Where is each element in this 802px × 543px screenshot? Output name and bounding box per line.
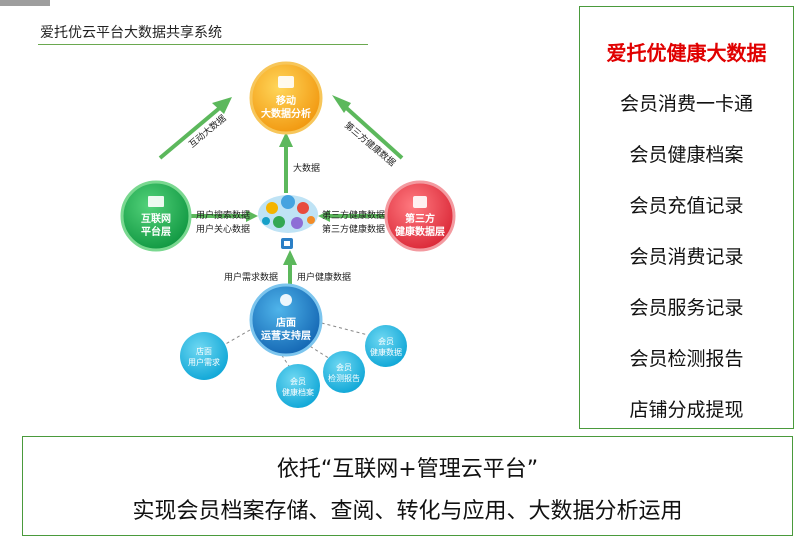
node-mobile-analytics: 移动 大数据分析 bbox=[249, 61, 323, 135]
summary-box: 依托“互联网+管理云平台” 实现会员档案存储、查阅、转化与应用、大数据分析运用 bbox=[22, 436, 793, 536]
feature-panel: 爱托优健康大数据 会员消费一卡通 会员健康档案 会员充值记录 会员消费记录 会员… bbox=[579, 6, 794, 429]
panel-item: 会员检测报告 bbox=[629, 348, 744, 370]
svg-text:健康数据层: 健康数据层 bbox=[395, 225, 445, 238]
edge-labels: 互动大数据 第三方健康数据 大数据 用户搜索数据 用户关心数据 第三方健康数据 … bbox=[186, 112, 398, 283]
svg-text:检测报告: 检测报告 bbox=[328, 373, 360, 383]
label-user-demand: 用户需求数据 bbox=[224, 271, 278, 283]
panel-item: 会员健康档案 bbox=[629, 144, 744, 166]
diagram-title: 爱托优云平台大数据共享系统 bbox=[40, 25, 222, 41]
svg-text:大数据分析: 大数据分析 bbox=[261, 107, 311, 120]
node-store-user-demand: 店面 用户需求 bbox=[180, 332, 228, 380]
svg-text:会员: 会员 bbox=[290, 376, 306, 386]
svg-text:平台层: 平台层 bbox=[141, 225, 171, 238]
svg-text:用户需求: 用户需求 bbox=[188, 357, 220, 367]
panel-item: 会员服务记录 bbox=[629, 297, 744, 319]
svg-text:健康档案: 健康档案 bbox=[282, 387, 314, 397]
label-big-data: 大数据 bbox=[293, 162, 320, 174]
summary-line-1: 依托“互联网+管理云平台” bbox=[276, 457, 539, 482]
panel-title: 爱托优健康大数据 bbox=[606, 41, 767, 65]
label-user-health: 用户健康数据 bbox=[297, 271, 351, 283]
panel-item: 会员消费记录 bbox=[629, 246, 744, 268]
arrows bbox=[158, 102, 404, 300]
node-third-party-health: 第三方 健康数据层 bbox=[384, 180, 456, 252]
data-sharing-diagram: 移动 大数据分析 互联网 平台层 第三方 健康数据层 店面 运营支持层 店面 用… bbox=[120, 61, 456, 408]
arrowheads bbox=[212, 95, 351, 265]
svg-text:互联网: 互联网 bbox=[141, 212, 171, 225]
node-member-test-report: 会员 检测报告 bbox=[323, 351, 365, 393]
cloud-icon bbox=[258, 195, 318, 249]
svg-text:第三方: 第三方 bbox=[405, 212, 435, 225]
svg-text:店面: 店面 bbox=[276, 316, 296, 329]
node-internet-platform: 互联网 平台层 bbox=[120, 180, 192, 252]
title-underline bbox=[38, 44, 368, 45]
label-third-data-1: 第三方健康数据 bbox=[322, 209, 385, 221]
summary-line-2: 实现会员档案存储、查阅、转化与应用、大数据分析运用 bbox=[132, 499, 683, 524]
label-third-data-2: 第三方健康数据 bbox=[322, 223, 385, 235]
svg-text:健康数据: 健康数据 bbox=[370, 347, 402, 357]
svg-text:移动: 移动 bbox=[276, 94, 296, 107]
node-member-archive: 会员 健康档案 bbox=[276, 364, 320, 408]
corner-decoration bbox=[0, 0, 50, 6]
svg-text:会员: 会员 bbox=[336, 362, 352, 372]
panel-item: 会员充值记录 bbox=[629, 195, 744, 217]
label-user-search: 用户搜索数据 bbox=[196, 209, 250, 221]
node-member-health-data: 会员 健康数据 bbox=[365, 325, 407, 367]
node-store-operations: 店面 运营支持层 bbox=[249, 283, 323, 357]
svg-text:运营支持层: 运营支持层 bbox=[261, 329, 311, 342]
label-third-health: 第三方健康数据 bbox=[342, 119, 398, 169]
label-user-care: 用户关心数据 bbox=[196, 223, 250, 235]
panel-item: 会员消费一卡通 bbox=[619, 93, 753, 115]
svg-text:会员: 会员 bbox=[378, 336, 394, 346]
svg-text:店面: 店面 bbox=[196, 346, 212, 356]
panel-item: 店铺分成提现 bbox=[629, 399, 744, 421]
